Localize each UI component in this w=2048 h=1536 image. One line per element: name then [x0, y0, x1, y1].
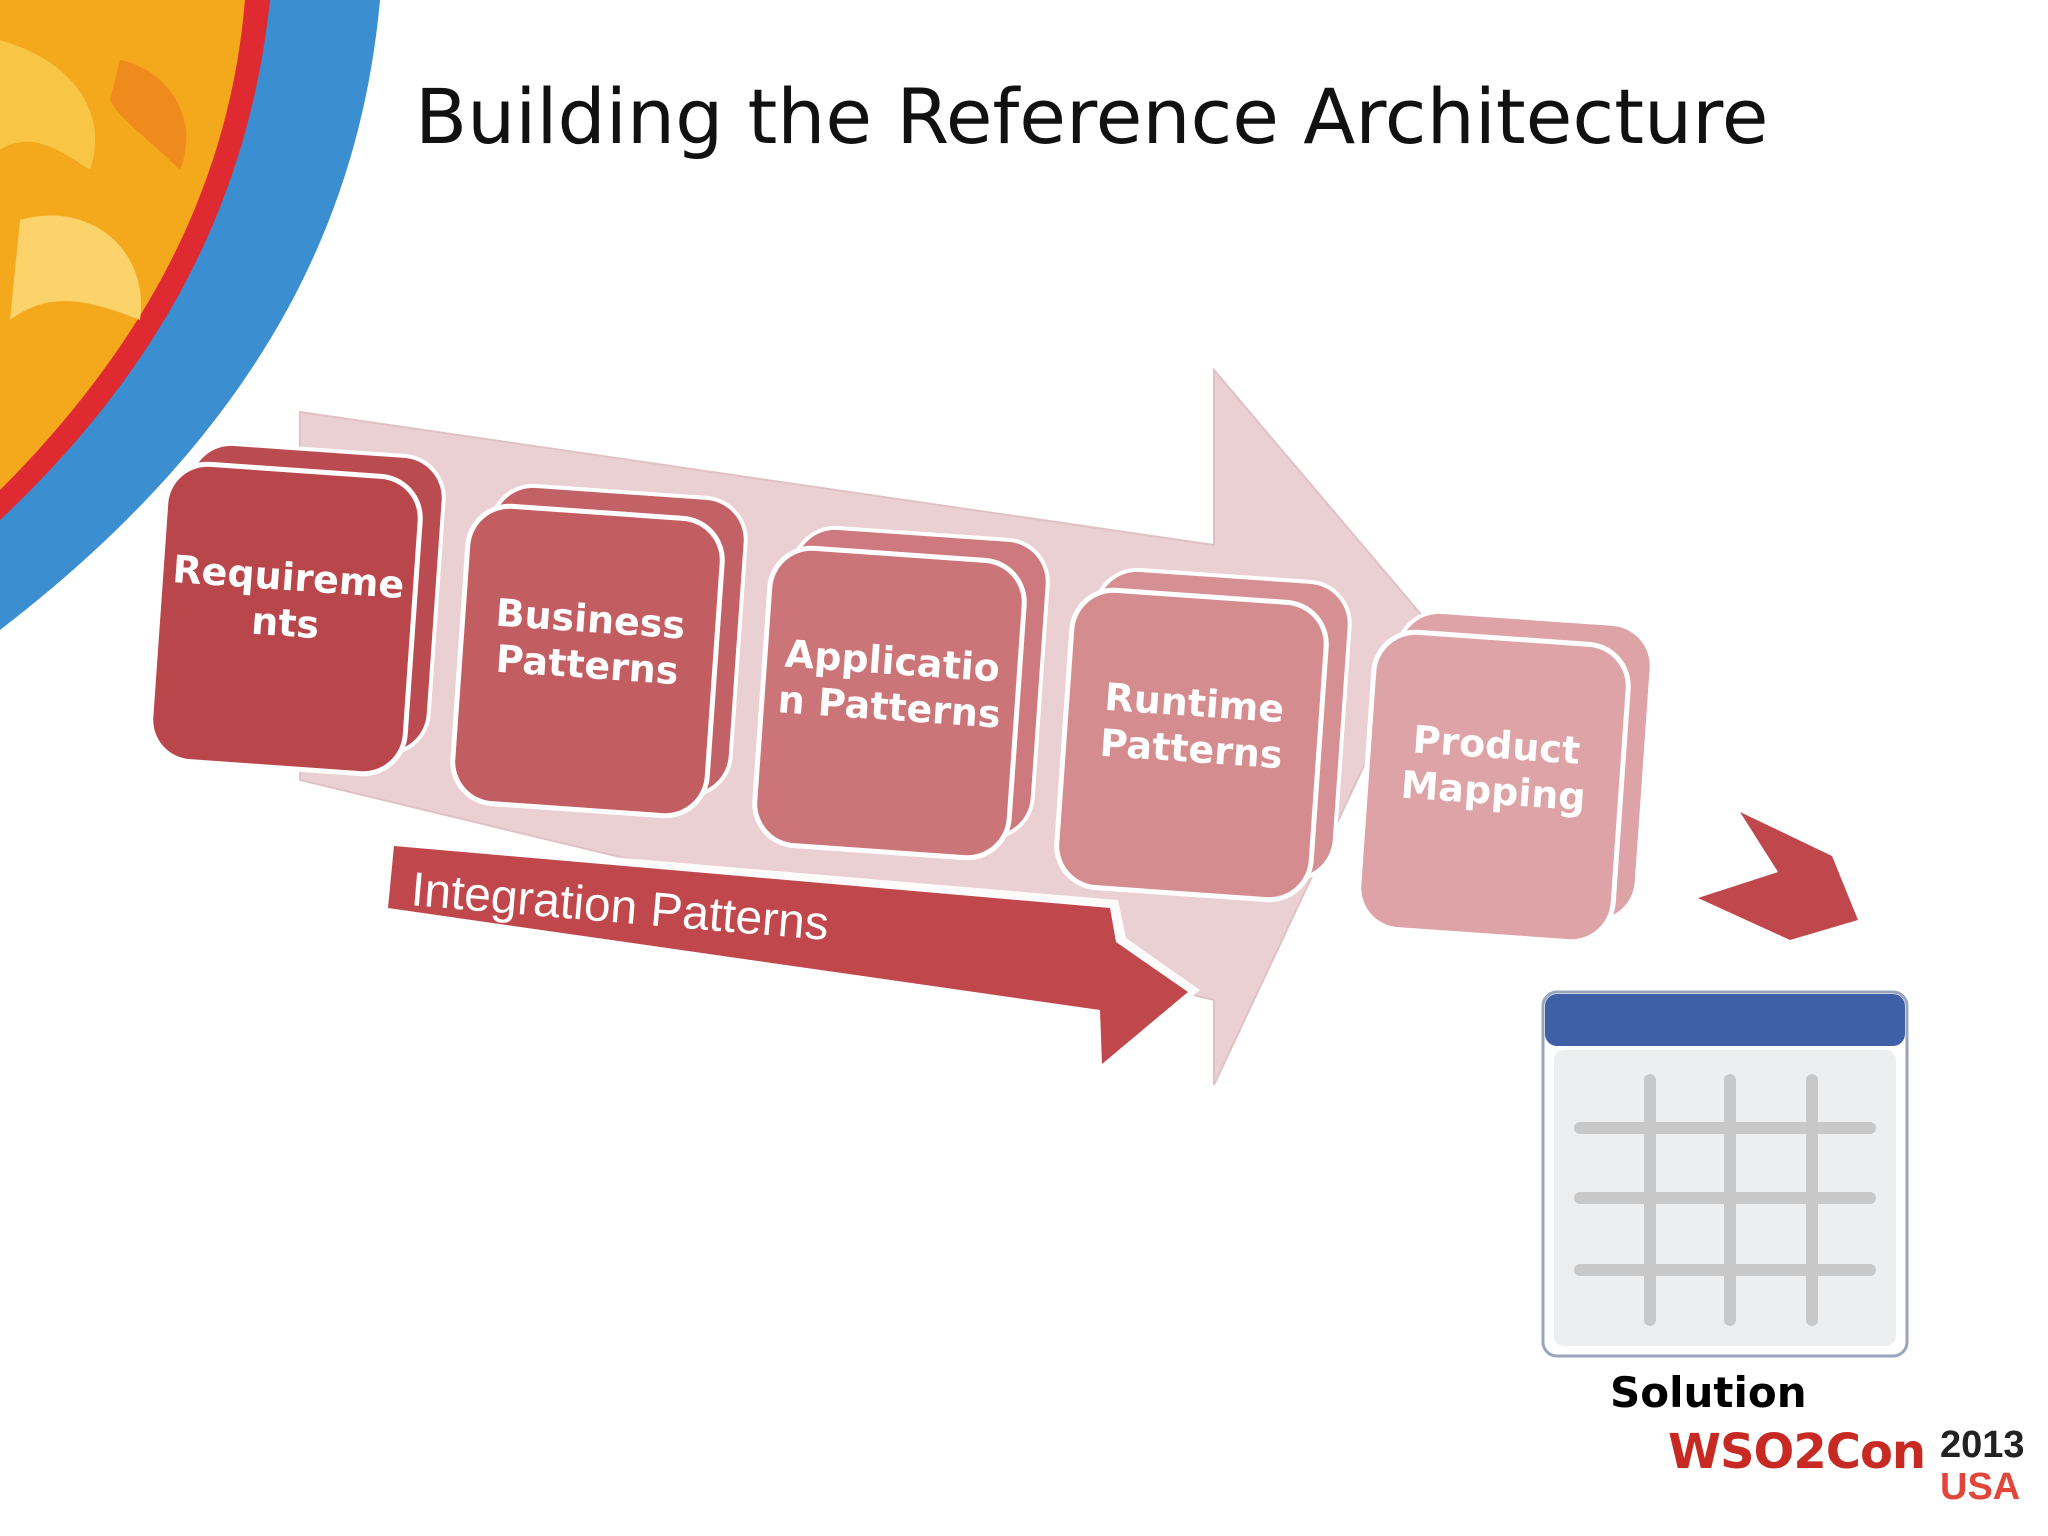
solution-label: Solution	[1610, 1368, 1807, 1417]
step-label-line: nts	[250, 599, 321, 648]
step-tile-face	[450, 503, 725, 819]
logo-year: 2013	[1940, 1424, 2025, 1466]
solution-arrow-fill	[1698, 812, 1858, 940]
logo-wordmark: WSO2Con	[1668, 1424, 1926, 1480]
slide-title: Building the Reference Architecture	[415, 72, 1769, 161]
step-tile-face	[752, 545, 1027, 861]
logo-country: USA	[1940, 1466, 2021, 1508]
solution-table-icon	[1541, 990, 1909, 1358]
step-tile-face	[1054, 587, 1329, 903]
integration-arrow: Integration Patterns	[382, 838, 1200, 1075]
conference-logo: WSO2Con 2013 USA	[1668, 1424, 2028, 1520]
step-tile-face	[1356, 629, 1631, 945]
step-tile-face	[148, 461, 423, 777]
